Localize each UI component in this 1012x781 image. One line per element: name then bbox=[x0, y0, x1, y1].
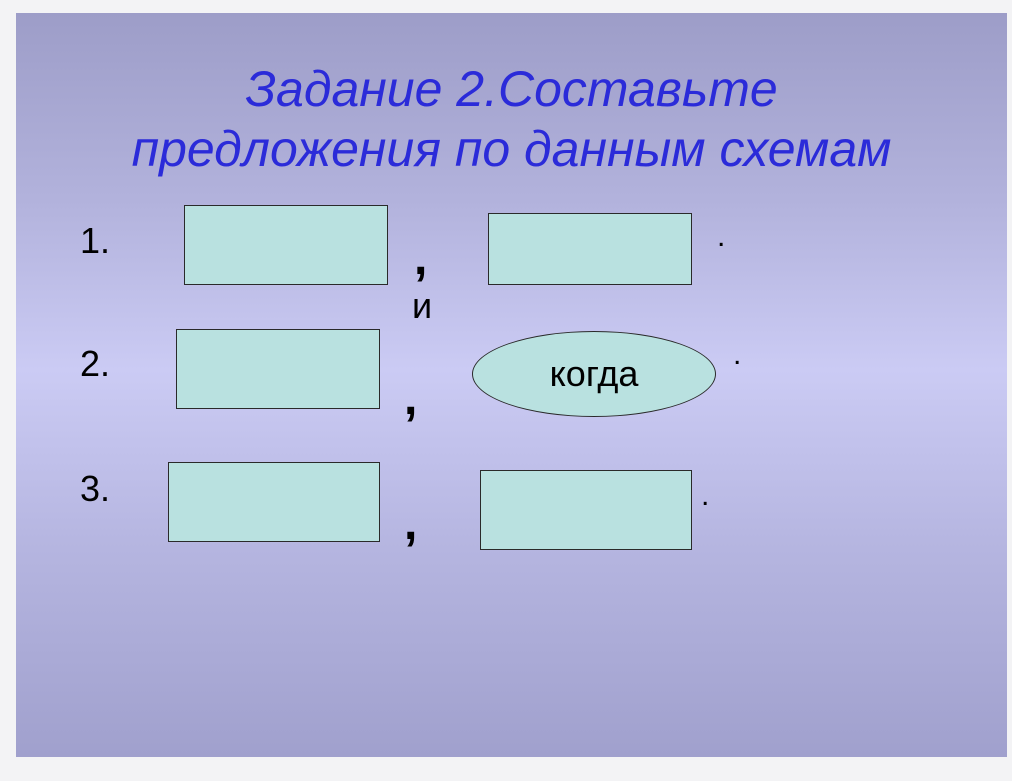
scheme-1-box-left bbox=[184, 205, 388, 285]
scheme-2-comma: , bbox=[404, 372, 418, 425]
scheme-3-number: 3. bbox=[80, 468, 111, 509]
scheme-3-box-left bbox=[168, 462, 380, 542]
title-line-1: Задание 2.Составьте bbox=[245, 61, 778, 117]
scheme-2-number: 2. bbox=[80, 343, 111, 384]
slide: Задание 2.Составьте предложения по данны… bbox=[16, 13, 1007, 757]
scheme-1-comma: , bbox=[414, 232, 428, 285]
slide-title: Задание 2.Составьте предложения по данны… bbox=[16, 59, 1007, 179]
scheme-1-number: 1. bbox=[80, 220, 111, 261]
scheme-1-end-mark: . bbox=[717, 220, 726, 253]
scheme-2-box-left bbox=[176, 329, 380, 409]
scheme-1-box-right bbox=[488, 213, 692, 285]
scheme-3-end-mark: . bbox=[701, 479, 710, 512]
scheme-2-oval-kogda: когда bbox=[472, 331, 716, 417]
scheme-2-oval-text: когда bbox=[549, 353, 639, 394]
title-line-2: предложения по данным схемам bbox=[131, 121, 892, 177]
scheme-3-box-right bbox=[480, 470, 692, 550]
scheme-1-conjunction: и bbox=[412, 285, 433, 326]
scheme-2-end-mark: . bbox=[733, 338, 742, 371]
scheme-3-comma: , bbox=[404, 497, 418, 550]
